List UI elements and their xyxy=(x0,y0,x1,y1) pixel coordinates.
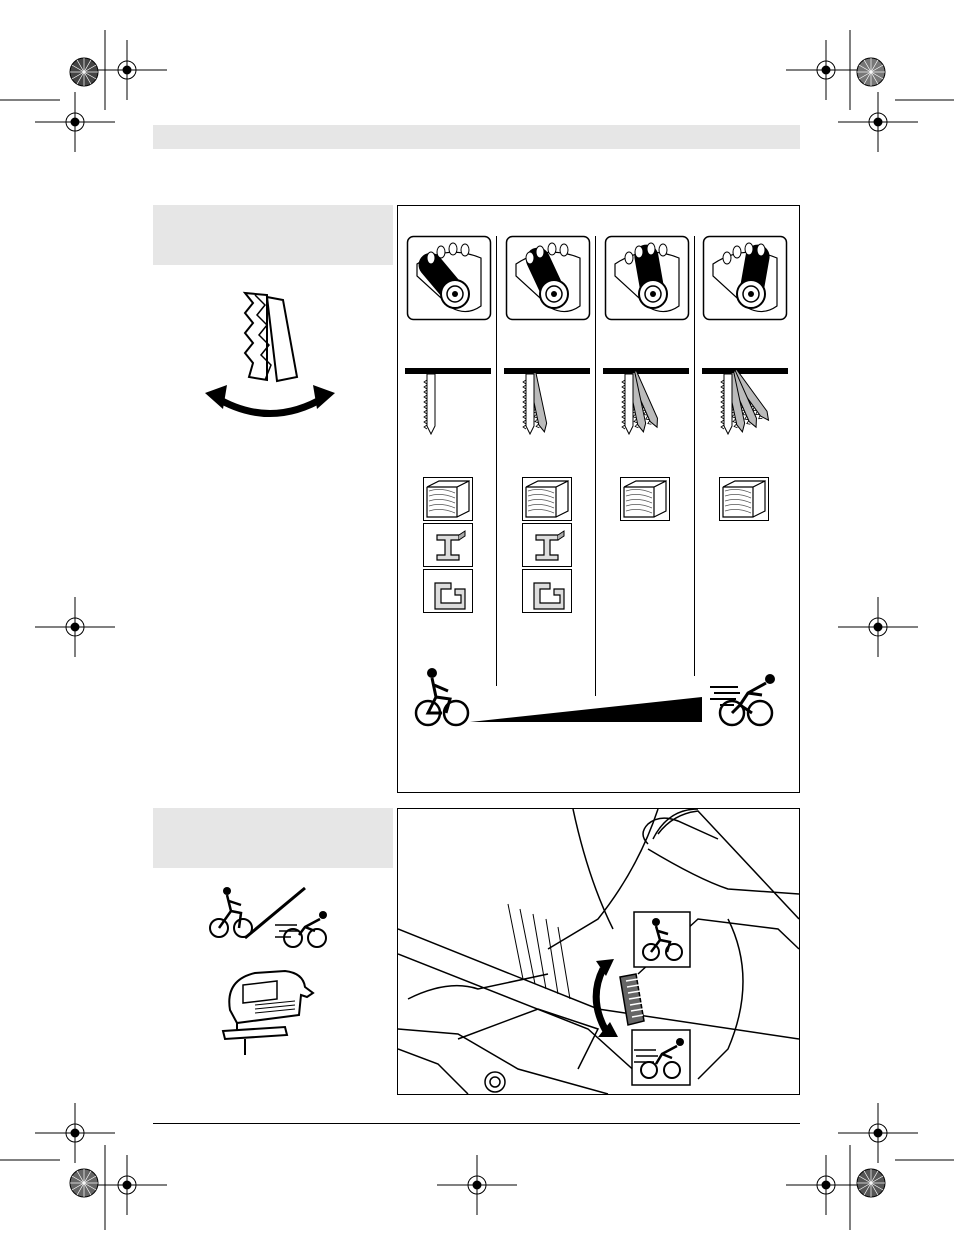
jigsaw-icon xyxy=(215,965,325,1055)
color-target xyxy=(70,1169,98,1197)
blade-swing-I xyxy=(504,368,590,443)
speed-thumbwheel xyxy=(620,974,644,1025)
pendulum-caption-box xyxy=(153,205,393,265)
registration-mark xyxy=(87,1155,167,1215)
registration-mark xyxy=(35,597,115,657)
speed-caption-box xyxy=(153,808,393,868)
registration-mark xyxy=(35,1103,115,1163)
rotation-arrow xyxy=(596,969,606,1031)
pendulum-blade-icon xyxy=(205,285,345,425)
wood-icon xyxy=(522,477,572,521)
pendulum-dial-icon-I xyxy=(506,236,591,321)
wood-icon xyxy=(423,477,473,521)
column-divider xyxy=(694,236,695,676)
speed-ramp xyxy=(470,697,702,722)
column-divider xyxy=(595,236,596,696)
aluminium-profile-icon xyxy=(423,569,473,613)
metal-profile-icon xyxy=(423,523,473,567)
blade-swing-II xyxy=(603,368,689,443)
column-divider xyxy=(496,236,497,686)
pendulum-dial-icon-0 xyxy=(407,236,492,321)
speed-scale xyxy=(405,665,805,745)
speed-wheel-figure-frame xyxy=(397,808,800,1095)
registration-mark xyxy=(437,1155,517,1215)
color-target xyxy=(857,58,885,86)
registration-mark xyxy=(838,597,918,657)
pendulum-dial-icon-III xyxy=(703,236,788,321)
color-target xyxy=(70,58,98,86)
slow-cyclist-icon xyxy=(634,912,690,967)
blade-swing-0 xyxy=(405,368,491,443)
metal-profile-icon xyxy=(522,523,572,567)
fast-cyclist-icon xyxy=(710,674,775,725)
fast-cyclist-icon xyxy=(632,1030,690,1085)
aluminium-profile-icon xyxy=(522,569,572,613)
slow-cyclist-icon xyxy=(416,668,468,725)
speed-wheel-drawing xyxy=(398,809,799,1094)
footer-rule xyxy=(153,1123,800,1124)
color-target xyxy=(857,1169,885,1197)
wood-icon xyxy=(719,477,769,521)
speed-choice-icon xyxy=(205,883,355,953)
registration-mark xyxy=(786,40,866,100)
blade-swing-III xyxy=(702,368,788,443)
pendulum-dial-icon-II xyxy=(605,236,690,321)
registration-mark xyxy=(786,1155,866,1215)
registration-mark xyxy=(87,40,167,100)
wood-icon xyxy=(620,477,670,521)
registration-mark xyxy=(35,92,115,152)
